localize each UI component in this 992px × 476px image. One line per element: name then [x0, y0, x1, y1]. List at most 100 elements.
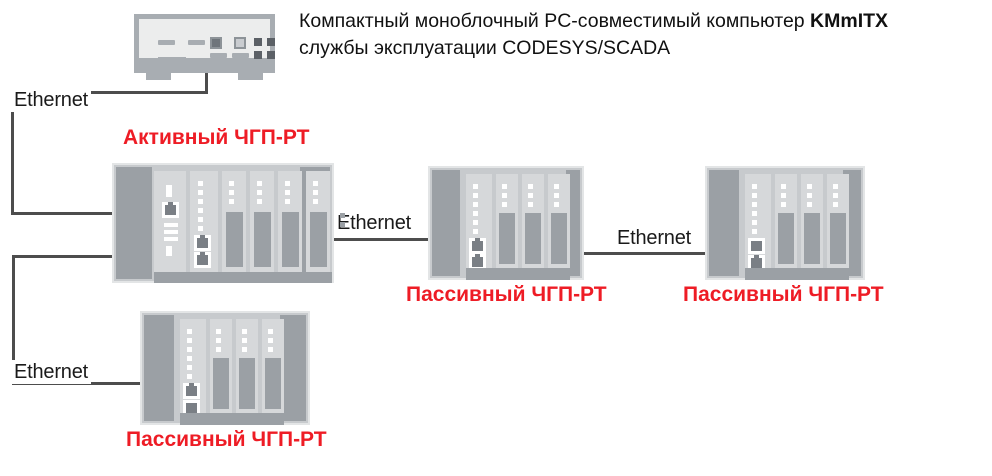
passive2-io2-led-2 — [807, 193, 812, 198]
passive3-comm-led-4 — [187, 356, 192, 361]
spare-led-2 — [340, 222, 345, 227]
io1-led-1 — [229, 181, 234, 186]
passive3-ethernet-jack-2-contact — [186, 403, 197, 413]
passive1-comm-led-6 — [473, 229, 478, 234]
rack-bottom-rail — [154, 272, 332, 283]
passive2-io3-terminal-block — [830, 213, 846, 264]
comm-led-1 — [198, 181, 203, 186]
passive2-io1-terminal-block — [778, 213, 794, 264]
passive3-io2-led-2 — [242, 338, 247, 343]
passive3-comm-led-3 — [187, 347, 192, 352]
ethernet-label-pc: Ethernet — [11, 88, 92, 112]
passive1-ethernet-jack-1[interactable] — [469, 238, 486, 254]
comm-ethernet-jack-2-contact — [197, 252, 208, 265]
device-passive-plc-1[interactable] — [428, 166, 584, 280]
pc-port-slot-1 — [158, 40, 175, 45]
header-description: Компактный моноблочный PC-совместимый ко… — [299, 8, 989, 62]
passive1-ethernet-jack-2[interactable] — [469, 254, 486, 270]
io2-led-3 — [257, 199, 262, 204]
link-passive1-to-passive2 — [470, 252, 760, 255]
io2-led-1 — [257, 181, 262, 186]
io1-terminal-block — [226, 212, 243, 267]
pc-ethernet-port-2[interactable] — [234, 37, 246, 49]
pc-base-bar — [134, 63, 275, 73]
passive3-io2-terminal-block — [239, 358, 255, 409]
passive2-module-comm[interactable] — [745, 174, 771, 270]
passive3-io3-led-1 — [268, 329, 273, 334]
ethernet-label-bottom: Ethernet — [11, 360, 92, 384]
passive2-ethernet-jack-2[interactable] — [748, 255, 765, 271]
passive2-io1-led-1 — [781, 184, 786, 189]
io2-led-2 — [257, 190, 262, 195]
passive2-io3-led-1 — [833, 184, 838, 189]
passive3-ethernet-jack-2[interactable] — [183, 400, 200, 416]
passive1-spare-led-1 — [574, 214, 579, 219]
io1-led-3 — [229, 199, 234, 204]
comm-led-6 — [198, 226, 203, 231]
cpu-led-2 — [164, 230, 178, 234]
passive2-bottom-rail — [745, 268, 849, 280]
passive2-io1-led-2 — [781, 193, 786, 198]
io3-led-3 — [285, 199, 290, 204]
passive3-module-comm[interactable] — [180, 319, 206, 415]
pc-front-panel — [144, 24, 275, 68]
pc-usb-port-2[interactable] — [267, 38, 275, 46]
link-active-to-bottom-horizontal — [12, 255, 190, 258]
passive2-comm-led-3 — [752, 202, 757, 207]
passive1-io3-terminal-block — [551, 213, 567, 264]
pc-port-slot-5 — [232, 53, 249, 58]
passive1-spare-led-2 — [574, 223, 579, 228]
device-passive-plc-3[interactable] — [140, 311, 310, 425]
comm-ethernet-jack-1-contact — [197, 235, 208, 248]
passive1-io2-terminal-block — [525, 213, 541, 264]
passive2-io1-led-3 — [781, 202, 786, 207]
caption-active-plc: Активный ЧГП-РТ — [123, 126, 310, 149]
cpu-indicator-bar-2 — [166, 246, 172, 256]
cpu-ethernet-jack[interactable] — [162, 202, 179, 218]
pc-usb-port-3[interactable] — [254, 51, 262, 59]
passive2-comm-led-2 — [752, 193, 757, 198]
device-passive-plc-2[interactable] — [705, 166, 865, 280]
comm-led-4 — [198, 208, 203, 213]
passive2-io3-led-3 — [833, 202, 838, 207]
passive3-ethernet-jack-1-contact — [186, 383, 197, 396]
rack-left-rail — [116, 167, 152, 279]
pc-usb-port-1[interactable] — [254, 38, 262, 46]
passive1-comm-led-2 — [473, 193, 478, 198]
ethernet-label-active-passive1: Ethernet — [334, 211, 415, 235]
passive1-comm-led-5 — [473, 220, 478, 225]
ethernet-label-passive1-passive2: Ethernet — [614, 226, 695, 250]
passive1-io2-led-2 — [528, 193, 533, 198]
comm-led-3 — [198, 199, 203, 204]
comm-ethernet-jack-1[interactable] — [194, 235, 211, 251]
passive2-io2-terminal-block — [804, 213, 820, 264]
io3-led-2 — [285, 190, 290, 195]
cpu-led-3 — [164, 237, 178, 241]
io2-terminal-block — [254, 212, 271, 267]
cpu-indicator-bar — [166, 185, 172, 197]
passive1-ethernet-jack-2-contact — [472, 254, 483, 267]
passive2-io3-led-2 — [833, 193, 838, 198]
passive2-left-rail — [709, 170, 739, 276]
comm-led-5 — [198, 217, 203, 222]
io4-terminal-block — [310, 212, 327, 267]
link-pc-horizontal-top — [11, 91, 208, 94]
device-active-plc[interactable] — [112, 163, 345, 283]
comm-ethernet-jack-2[interactable] — [194, 252, 211, 268]
io4-led-2 — [313, 190, 318, 195]
passive3-left-rail — [144, 315, 174, 421]
passive1-io1-led-1 — [502, 184, 507, 189]
passive2-ethernet-jack-2-contact — [751, 255, 762, 268]
passive2-comm-led-4 — [752, 211, 757, 216]
caption-passive-plc-2: Пассивный ЧГП-РТ — [683, 283, 884, 306]
passive3-io3-led-3 — [268, 347, 273, 352]
pc-usb-port-4[interactable] — [267, 51, 275, 59]
passive1-bottom-rail — [466, 268, 570, 280]
passive3-ethernet-jack-1[interactable] — [183, 383, 200, 399]
pc-ethernet-port-active[interactable] — [210, 37, 222, 49]
passive2-ethernet-jack-1[interactable] — [748, 238, 765, 254]
link-active-to-passive1 — [198, 238, 473, 241]
io4-led-1 — [313, 181, 318, 186]
passive1-left-rail — [432, 170, 460, 276]
